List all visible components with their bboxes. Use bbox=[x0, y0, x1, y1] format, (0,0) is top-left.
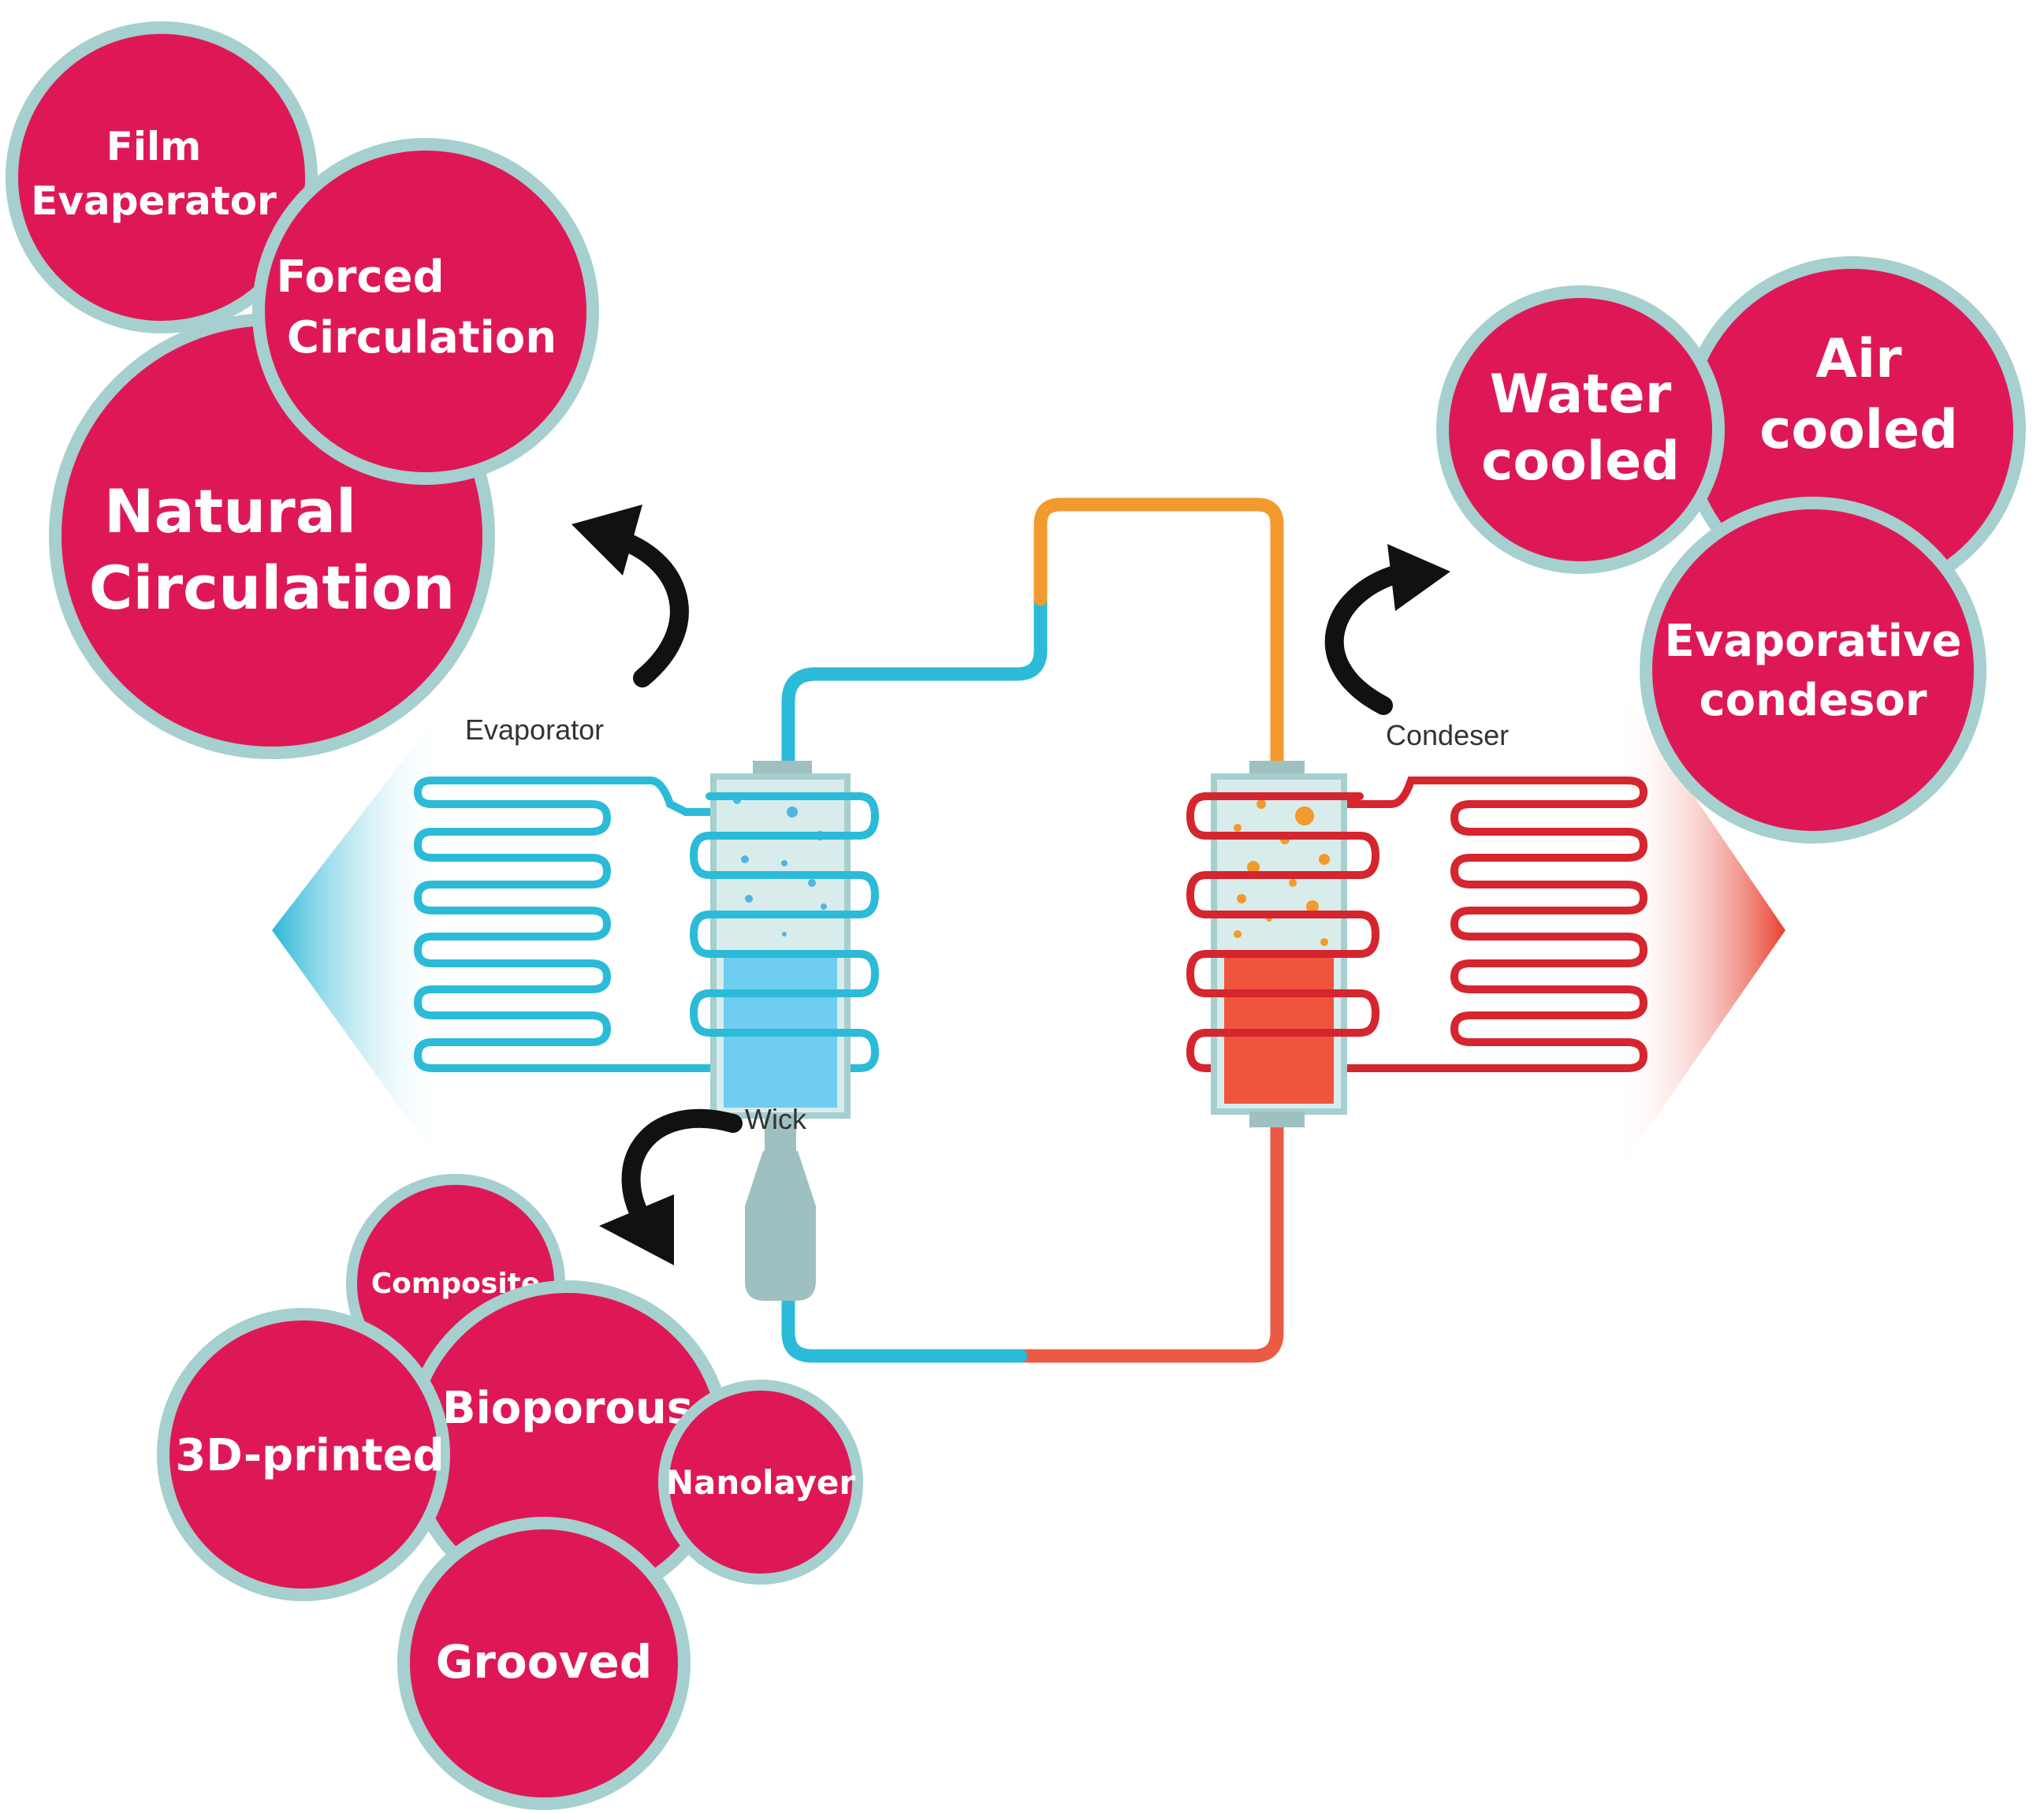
curved-arrow-wick bbox=[599, 1109, 743, 1265]
wick-connector bbox=[765, 1116, 796, 1155]
evaporator-outer-coil bbox=[413, 777, 863, 1072]
bubble-grooved: Grooved bbox=[397, 1517, 691, 1810]
condenser-outer-coil bbox=[1202, 777, 1648, 1072]
condenser-inner-coil bbox=[1186, 792, 1380, 1072]
evaporator-inner-coil bbox=[689, 792, 880, 1072]
bubble-label: Film bbox=[106, 124, 202, 169]
liquid-line-cold bbox=[781, 1270, 1028, 1363]
bubble-3d-printed: 3D-printed bbox=[157, 1308, 450, 1601]
bubble-label: cooled bbox=[1759, 399, 1958, 461]
bubble-label: Evaporative bbox=[1665, 616, 1962, 667]
vapor-line-hot bbox=[1033, 497, 1284, 776]
vapor-line-cold bbox=[781, 588, 1048, 776]
condenser-cap-bottom bbox=[1249, 1112, 1305, 1127]
liquid-line-hot bbox=[1017, 1127, 1284, 1363]
curved-arrow-condenser bbox=[1324, 544, 1450, 715]
bubble-composite: Composite bbox=[346, 1174, 565, 1393]
bubble-label: Forced bbox=[276, 251, 444, 303]
bubble-label: Circulation bbox=[89, 553, 456, 623]
bubble-label: cooled bbox=[1481, 430, 1680, 493]
wick-chamber bbox=[745, 1151, 816, 1301]
cold-side-arrow bbox=[272, 706, 445, 1171]
condenser-label: Condeser bbox=[1386, 719, 1509, 751]
bubble-label: 3D-printed bbox=[175, 1430, 444, 1481]
bubble-evaporative-condensor: Evaporative condesor bbox=[1640, 497, 1986, 844]
bubble-label: Air bbox=[1815, 328, 1902, 390]
evaporator-label: Evaporator bbox=[465, 713, 604, 746]
wick-label: Wick bbox=[745, 1103, 807, 1135]
bubble-label: Water bbox=[1490, 363, 1672, 426]
hot-side-arrow bbox=[1616, 682, 1785, 1175]
bubble-label: condesor bbox=[1699, 675, 1927, 726]
bubble-label: Evaperator bbox=[31, 178, 277, 224]
bubble-label: Bioporous bbox=[442, 1383, 693, 1434]
bubble-label: Grooved bbox=[436, 1635, 653, 1689]
curved-arrow-evaporator bbox=[572, 505, 689, 687]
bubble-nanolayer: Nanolayer bbox=[658, 1380, 863, 1585]
bubble-label: Natural bbox=[104, 476, 356, 546]
bubble-film-evaporator: Film Evaperator bbox=[6, 21, 318, 333]
bubble-water-cooled: Water cooled bbox=[1436, 285, 1725, 574]
condenser-droplets bbox=[1234, 799, 1330, 946]
bubble-label: Nanolayer bbox=[666, 1463, 856, 1502]
bubble-label: Circulation bbox=[287, 312, 557, 363]
bubble-forced-circulation: Forced Circulation bbox=[252, 138, 599, 485]
